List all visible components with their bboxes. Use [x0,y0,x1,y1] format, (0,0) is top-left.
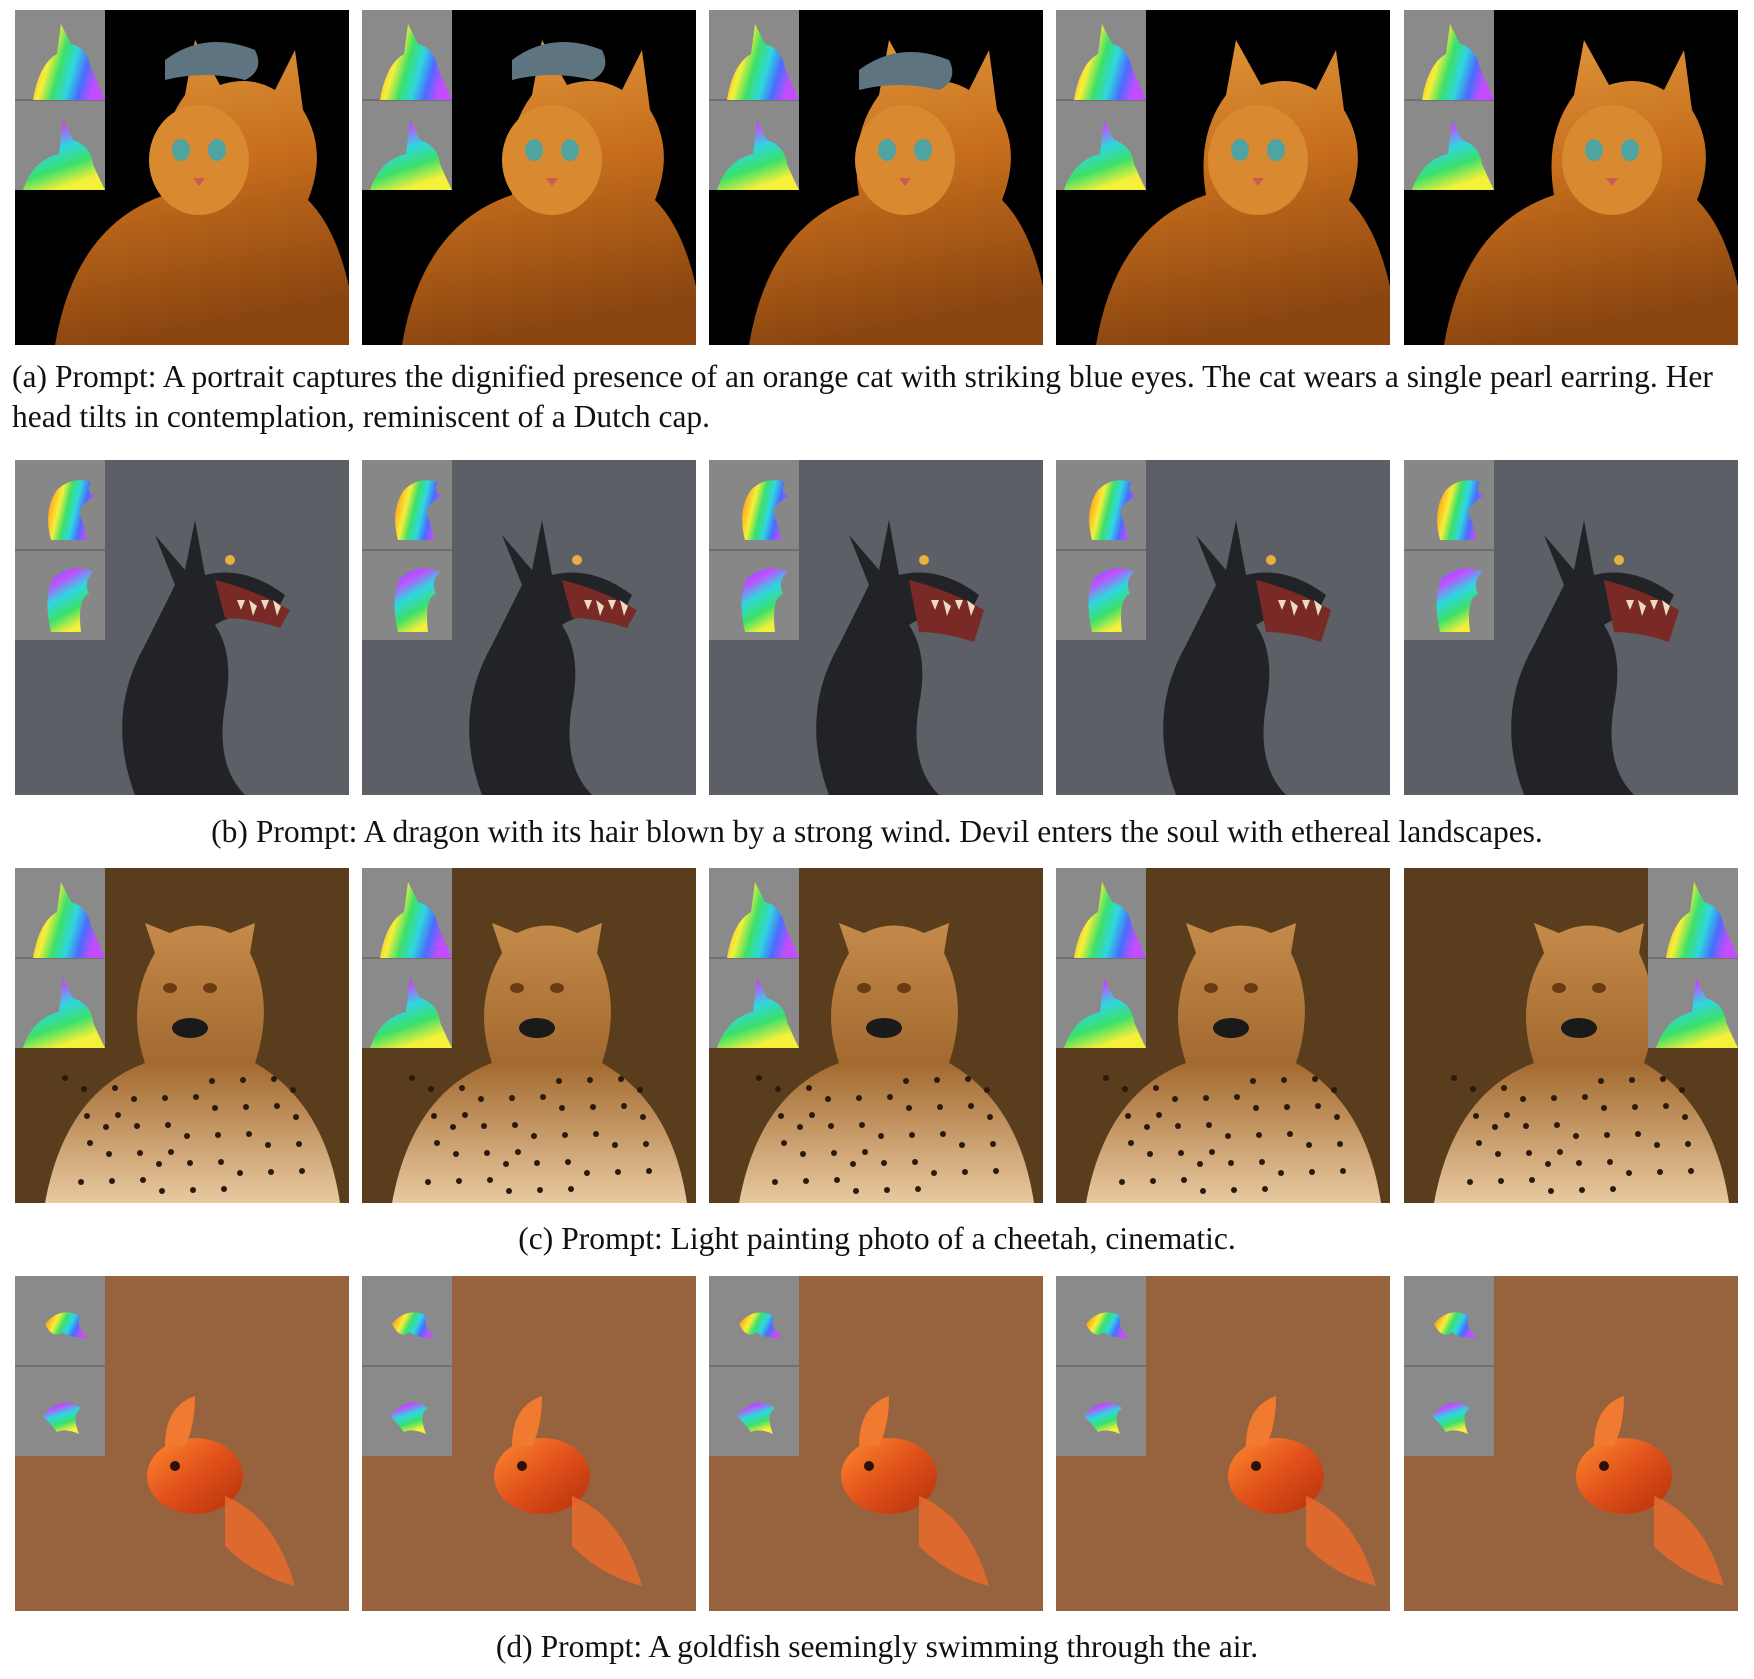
cat-view-2 [362,10,696,345]
normal-map-insets [15,460,105,640]
caption-c-text: Prompt: Light painting photo of a cheeta… [561,1221,1236,1256]
dragon-view-4 [1056,460,1390,795]
normal-map-insets [1056,10,1146,190]
normal-map-insets [709,10,799,190]
normal-map-insets [1056,868,1146,1048]
normal-map-insets [362,460,452,640]
caption-d-label: (d) [495,1629,533,1664]
normal-map-insets [1404,460,1494,640]
caption-d: (d)Prompt: A goldfish seemingly swimming… [12,1627,1742,1667]
caption-a-label: (a) [12,359,47,394]
normal-map-insets [1056,1276,1146,1456]
dragon-view-1 [15,460,349,795]
caption-c: (c)Prompt: Light painting photo of a che… [12,1219,1742,1259]
normal-map-insets [15,1276,105,1456]
normal-map-insets [709,460,799,640]
cheetah-view-5 [1404,868,1738,1203]
figure-row-a [15,10,1739,345]
goldfish-view-3 [709,1276,1043,1611]
figure-row-d [15,1276,1739,1611]
normal-map-insets [362,868,452,1048]
normal-map-insets [15,10,105,190]
goldfish-view-4 [1056,1276,1390,1611]
normal-map-insets [1056,460,1146,640]
caption-b-label: (b) [211,814,248,849]
normal-map-insets [709,1276,799,1456]
normal-map-insets [15,868,105,1048]
cheetah-view-2 [362,868,696,1203]
normal-map-insets [1648,868,1738,1048]
normal-map-insets [362,1276,452,1456]
goldfish-view-1 [15,1276,349,1611]
cat-view-4 [1056,10,1390,345]
cat-view-1 [15,10,349,345]
caption-a: (a)Prompt: A portrait captures the digni… [12,357,1742,437]
caption-d-text: Prompt: A goldfish seemingly swimming th… [540,1629,1259,1664]
goldfish-view-2 [362,1276,696,1611]
dragon-view-5 [1404,460,1738,795]
cheetah-view-3 [709,868,1043,1203]
normal-map-insets [1404,10,1494,190]
normal-map-insets [1404,1276,1494,1456]
normal-map-insets [709,868,799,1048]
dragon-view-2 [362,460,696,795]
goldfish-view-5 [1404,1276,1738,1611]
cat-view-3 [709,10,1043,345]
figure-row-b [15,460,1739,795]
cheetah-view-4 [1056,868,1390,1203]
figure-row-c [15,868,1739,1203]
normal-map-insets [362,10,452,190]
caption-c-label: (c) [518,1221,554,1256]
caption-b: (b)Prompt: A dragon with its hair blown … [12,812,1742,852]
cheetah-view-1 [15,868,349,1203]
caption-a-text: Prompt: A portrait captures the dignifie… [12,359,1713,434]
cat-view-5 [1404,10,1738,345]
caption-b-text: Prompt: A dragon with its hair blown by … [255,814,1543,849]
dragon-view-3 [709,460,1043,795]
